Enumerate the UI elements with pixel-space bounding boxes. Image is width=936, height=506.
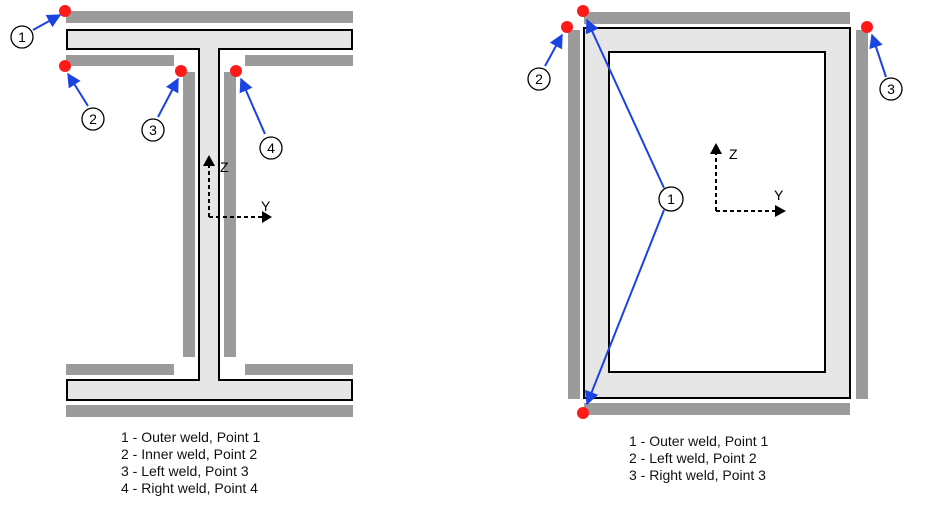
weld-point-1-bottom [577, 407, 589, 419]
inner-weld-bottom-right [245, 364, 353, 375]
inner-weld-bottom-left [66, 364, 174, 375]
callout-2: 2 [527, 67, 551, 91]
left-weld-web [183, 72, 195, 357]
callout-2: 2 [81, 107, 105, 131]
legend-i-beam: 1 - Outer weld, Point 1 2 - Inner weld, … [121, 429, 260, 497]
y-axis-label: Y [261, 198, 271, 214]
legend-rhs: 1 - Outer weld, Point 1 2 - Left weld, P… [629, 433, 768, 484]
leader-4 [239, 77, 266, 135]
weld-point-3 [175, 65, 187, 77]
svg-text:3: 3 [887, 81, 895, 97]
legend-item: 3 - Right weld, Point 3 [629, 467, 766, 483]
callout-1: 1 [658, 186, 684, 212]
right-weld [856, 30, 868, 399]
axes-right: Z Y [710, 143, 786, 217]
svg-text:2: 2 [535, 71, 543, 87]
svg-text:2: 2 [89, 111, 97, 127]
weld-point-1 [59, 5, 71, 17]
weld-point-2 [59, 60, 71, 72]
z-axis-label: Z [220, 159, 229, 175]
legend-item: 3 - Left weld, Point 3 [121, 463, 249, 479]
right-weld-web [224, 72, 236, 357]
weld-point-3 [861, 21, 873, 33]
svg-text:3: 3 [149, 122, 157, 138]
legend-item: 2 - Left weld, Point 2 [629, 450, 757, 466]
leader-3 [157, 77, 179, 118]
outer-weld-bottom [66, 405, 353, 417]
leader-1 [32, 14, 62, 31]
callout-4: 4 [259, 136, 283, 160]
leader-1-top [585, 18, 665, 189]
leader-2 [67, 72, 89, 107]
callout-1: 1 [10, 25, 34, 49]
weld-point-4 [230, 65, 242, 77]
legend-item: 1 - Outer weld, Point 1 [629, 433, 769, 449]
svg-text:1: 1 [18, 29, 26, 45]
callout-3: 3 [141, 118, 165, 142]
outer-weld-bottom [584, 403, 850, 415]
outer-weld-top [584, 12, 850, 24]
outer-weld-top [66, 11, 353, 23]
weld-point-2 [561, 21, 573, 33]
svg-text:4: 4 [267, 140, 275, 156]
legend-item: 4 - Right weld, Point 4 [121, 480, 258, 496]
i-beam-figure: 1 2 3 4 Z Y [10, 5, 353, 417]
inner-weld-top-right [245, 55, 353, 66]
legend-item: 2 - Inner weld, Point 2 [121, 446, 258, 462]
left-weld [568, 30, 580, 399]
leader-3 [869, 33, 887, 78]
weld-point-1-top [577, 5, 589, 17]
inner-weld-top-left [66, 55, 174, 66]
z-axis-label: Z [729, 146, 738, 162]
legend-item: 1 - Outer weld, Point 1 [121, 429, 261, 445]
axes-left: Z Y [203, 155, 272, 223]
callout-3: 3 [879, 77, 903, 101]
y-axis-label: Y [774, 187, 784, 203]
rhs-figure: 1 2 3 Z Y [527, 5, 903, 419]
svg-text:1: 1 [667, 191, 675, 207]
leader-1-bottom [585, 209, 665, 406]
leader-2 [544, 33, 563, 67]
